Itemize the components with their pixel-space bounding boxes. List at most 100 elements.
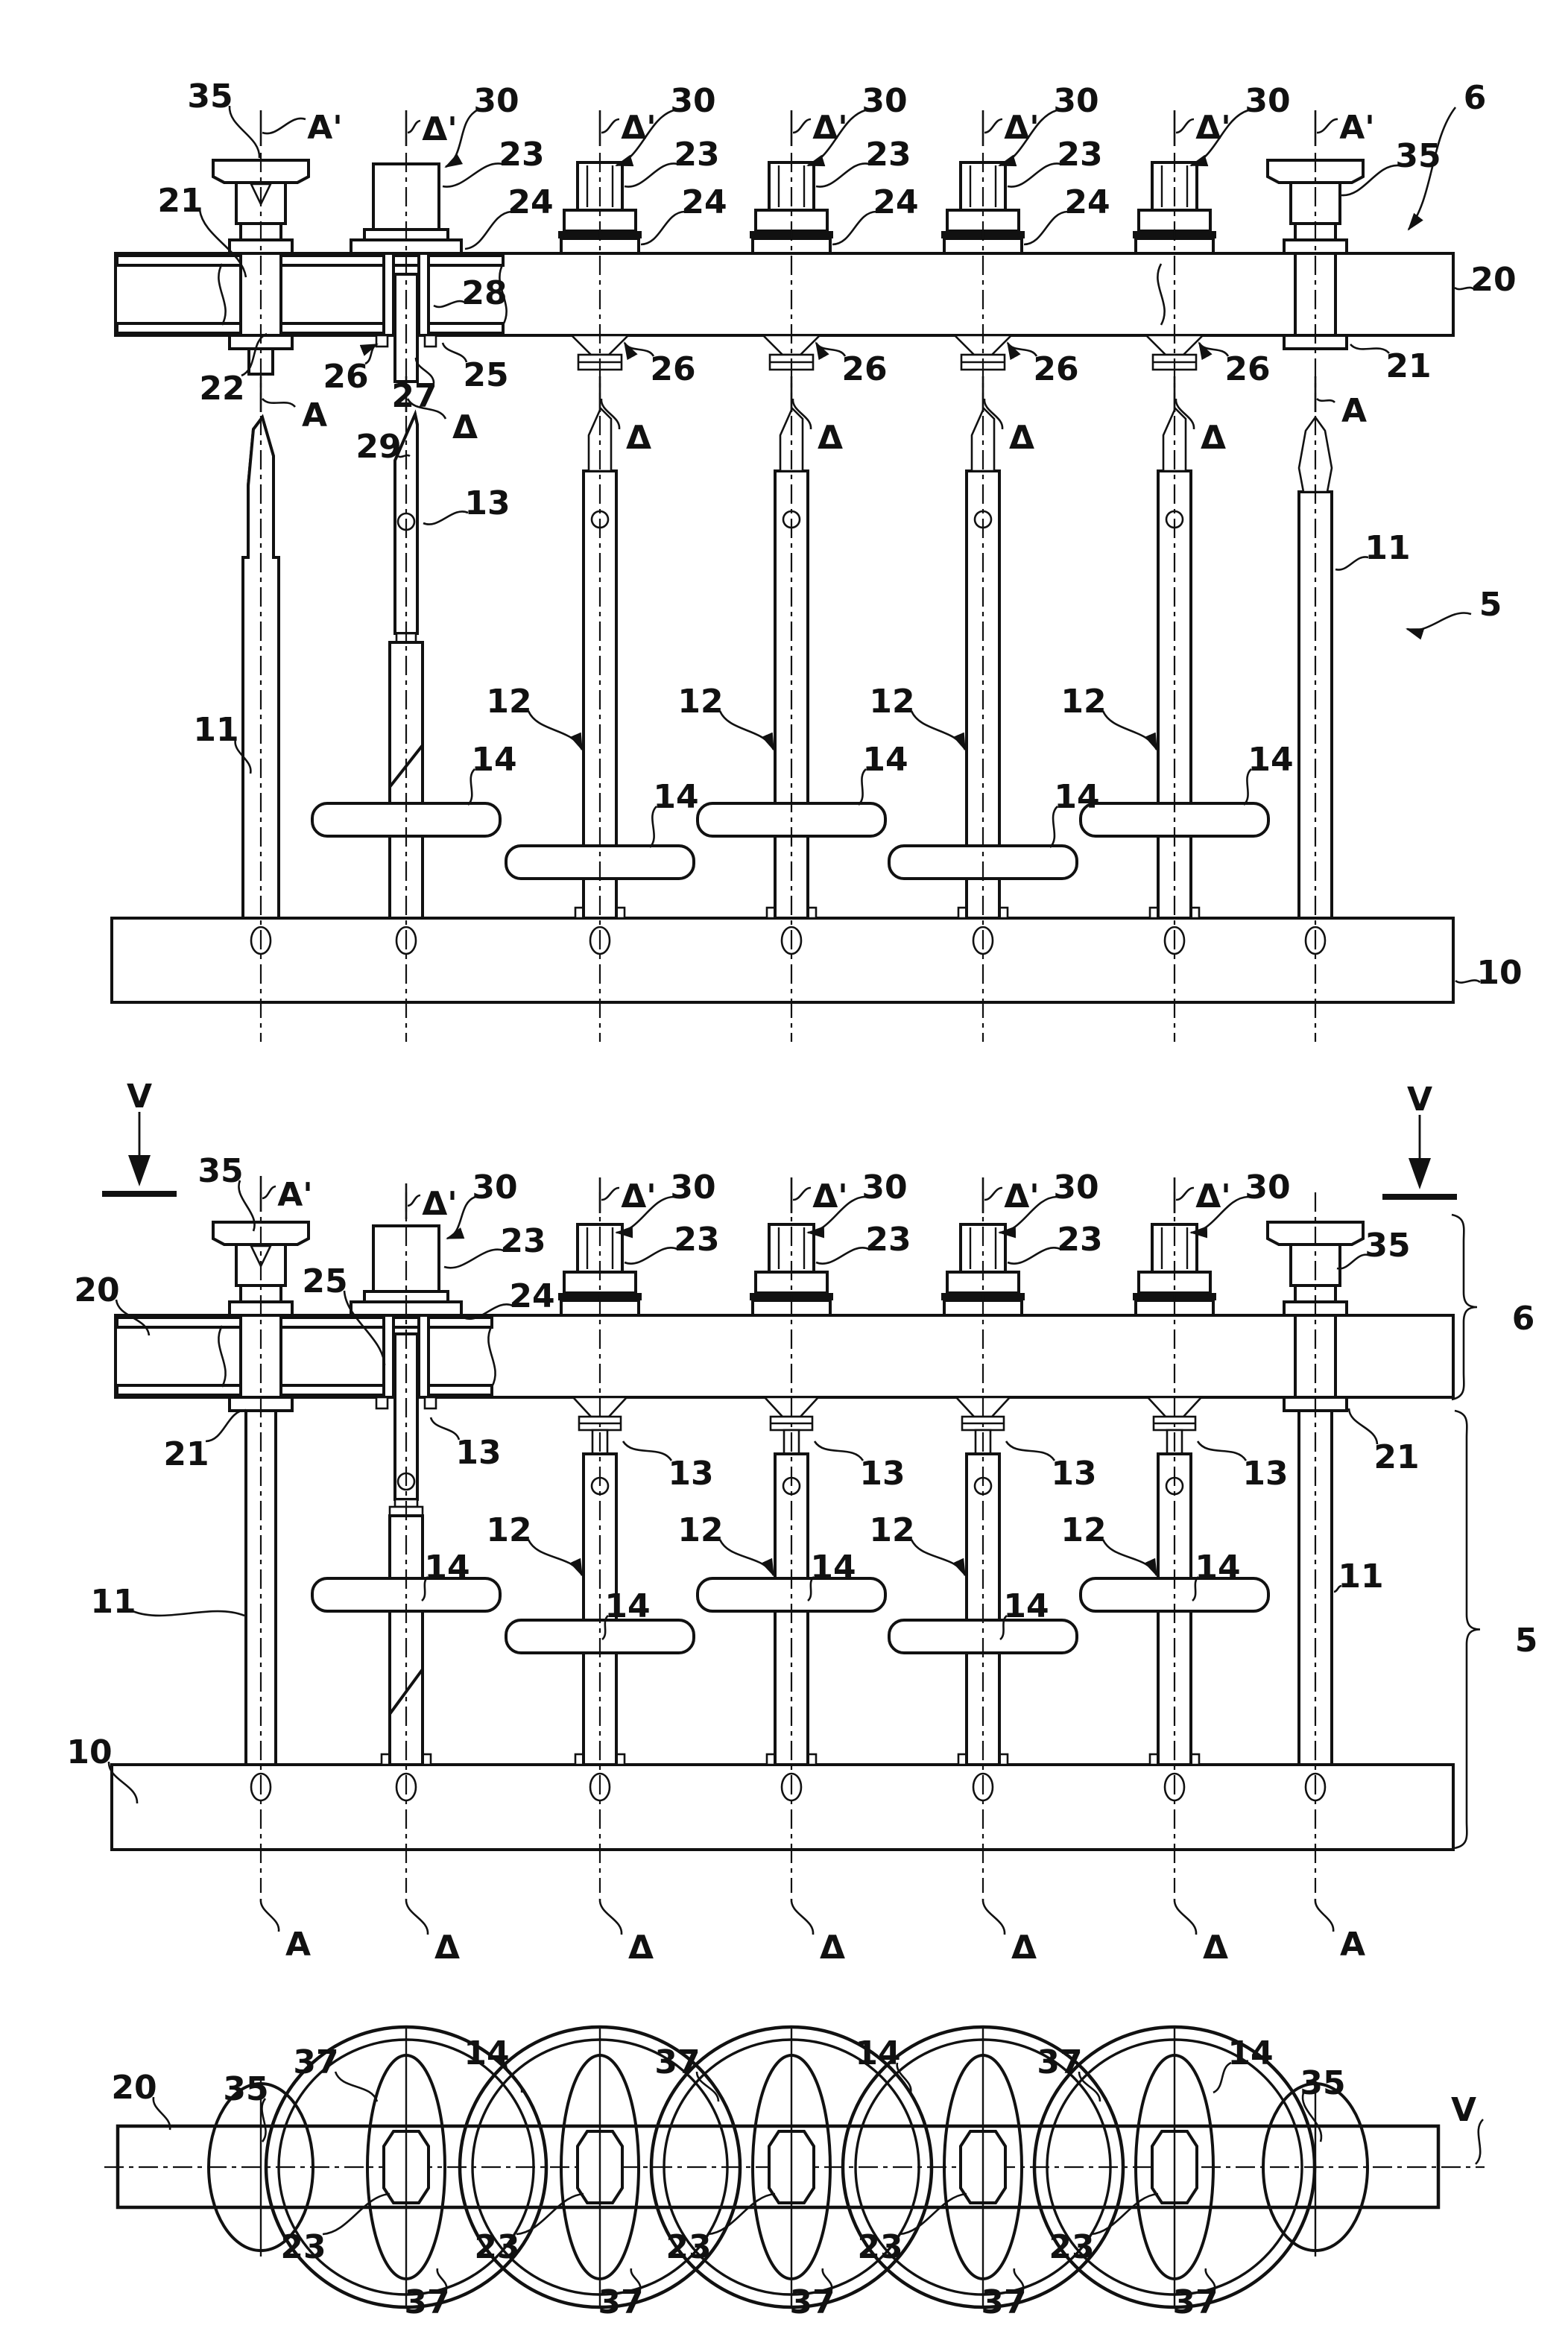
leader-line <box>1336 1253 1369 1270</box>
ref-label-5: 5 <box>1515 1622 1538 1660</box>
ref-label-delta: Δ <box>820 1929 845 1967</box>
ref-label-v: V <box>1451 2091 1476 2129</box>
leader-line <box>1007 162 1061 188</box>
leader-line <box>601 1615 609 1640</box>
leader-arrow <box>806 109 866 167</box>
ref-label-20: 20 <box>74 1271 119 1309</box>
ref-label-delta: Δ <box>1203 1929 1228 1967</box>
ref-label-30: 30 <box>862 1168 907 1207</box>
leader-line <box>624 162 678 188</box>
upper-bar-20-wall-hatch-bottom <box>116 322 505 335</box>
ref-label-26: 26 <box>841 350 887 388</box>
leader-line <box>414 357 435 384</box>
ref-label-13: 13 <box>668 1455 713 1493</box>
leader-line <box>115 1299 151 1336</box>
ref-label-14: 14 <box>855 2034 900 2072</box>
ref-label-37: 37 <box>1037 2043 1082 2081</box>
leader-line <box>441 342 468 363</box>
leader-line <box>234 739 252 774</box>
tick-leader <box>792 118 812 134</box>
upper-bar-20-wall-hatch-bottom <box>116 1384 493 1397</box>
ref-label-14: 14 <box>1054 778 1099 816</box>
ref-label-30: 30 <box>472 1168 517 1207</box>
tick-leader <box>262 117 306 135</box>
ref-label-14: 14 <box>1003 1587 1049 1625</box>
ref-label-delta: Δ <box>628 1929 654 1967</box>
ref-label-28: 28 <box>461 274 507 312</box>
ref-label-12: 12 <box>869 1511 914 1549</box>
leader-line <box>1005 1441 1056 1461</box>
ref-label-a: A <box>1341 392 1367 430</box>
ref-label-12: 12 <box>869 683 914 721</box>
leader-line <box>832 210 877 246</box>
ref-label-22: 22 <box>199 370 244 408</box>
ref-label-37: 37 <box>293 2043 338 2081</box>
ref-label-35: 35 <box>1300 2064 1345 2102</box>
leader-arrow <box>998 1195 1058 1239</box>
leader-line <box>1173 1898 1198 1935</box>
ref-label-14: 14 <box>464 2034 509 2072</box>
ref-label-35: 35 <box>187 78 233 116</box>
leader-arrow <box>527 710 584 751</box>
ref-label-23: 23 <box>865 1221 911 1259</box>
leader-line <box>1090 2192 1159 2236</box>
leader-line <box>1078 2071 1101 2102</box>
ref-label-13: 13 <box>455 1434 501 1472</box>
brace-5 <box>1454 1409 1481 1850</box>
leader-line <box>261 2098 267 2142</box>
leader-arrow <box>998 109 1058 167</box>
ref-label-14: 14 <box>862 741 908 779</box>
ref-label-30: 30 <box>1053 82 1098 120</box>
upper-bar-20 <box>114 1314 1455 1399</box>
ref-label-14: 14 <box>1195 1549 1240 1587</box>
ref-label-delta: Δ <box>452 408 478 446</box>
ref-label-10: 10 <box>66 1733 112 1771</box>
leader-line <box>1204 2268 1216 2290</box>
ref-label-14: 14 <box>604 1587 650 1625</box>
ref-label-30: 30 <box>1245 1168 1290 1207</box>
ref-label-21: 21 <box>1385 347 1431 385</box>
ref-label-23: 23 <box>1049 2228 1094 2266</box>
ref-label-5: 5 <box>1479 586 1502 624</box>
leader-line <box>152 2096 171 2131</box>
leader-line <box>1013 2268 1025 2290</box>
ref-label-a: A <box>1340 1926 1365 1964</box>
ref-label-37: 37 <box>598 2283 643 2321</box>
leader-line <box>397 454 411 458</box>
ref-label-12: 12 <box>486 683 531 721</box>
stud-sleeve-foot-right <box>423 334 437 348</box>
leader-arrow <box>359 343 379 365</box>
upper-bar-20-break-line <box>487 1325 496 1388</box>
ref-label-6: 6 <box>1464 79 1487 117</box>
leader-arrow <box>910 710 967 751</box>
leader-line <box>1049 806 1059 848</box>
ref-label-35: 35 <box>1395 137 1441 175</box>
ref-label-23: 23 <box>674 136 719 174</box>
leader-line <box>624 1247 678 1265</box>
tick-leader <box>984 118 1003 134</box>
stud-sleeve-foot-left <box>375 1396 389 1410</box>
ref-label-delta-prime: Δ' <box>422 1185 458 1223</box>
ref-label-delta: Δ <box>1201 419 1226 457</box>
leader-arrow <box>444 109 478 168</box>
ref-label-delta: Δ <box>434 1929 460 1967</box>
leader-line <box>107 1761 139 1804</box>
ref-label-20: 20 <box>1470 261 1516 299</box>
leader-line <box>1350 344 1390 354</box>
leader-arrow <box>1006 341 1038 361</box>
leader-line <box>598 1898 623 1935</box>
tick-leader <box>792 1186 812 1201</box>
ref-label-26: 26 <box>323 358 368 396</box>
leader-line <box>442 162 503 188</box>
v-arrow-base-line <box>1382 1194 1457 1200</box>
leader-line <box>429 1417 461 1441</box>
leader-arrow <box>718 1539 775 1577</box>
tick-leader <box>262 1185 276 1200</box>
leader-arrow <box>806 1195 866 1239</box>
ref-label-21: 21 <box>157 182 203 220</box>
ref-label-26: 26 <box>650 350 695 388</box>
ref-label-13: 13 <box>1051 1455 1096 1493</box>
ref-label-14: 14 <box>471 741 516 779</box>
